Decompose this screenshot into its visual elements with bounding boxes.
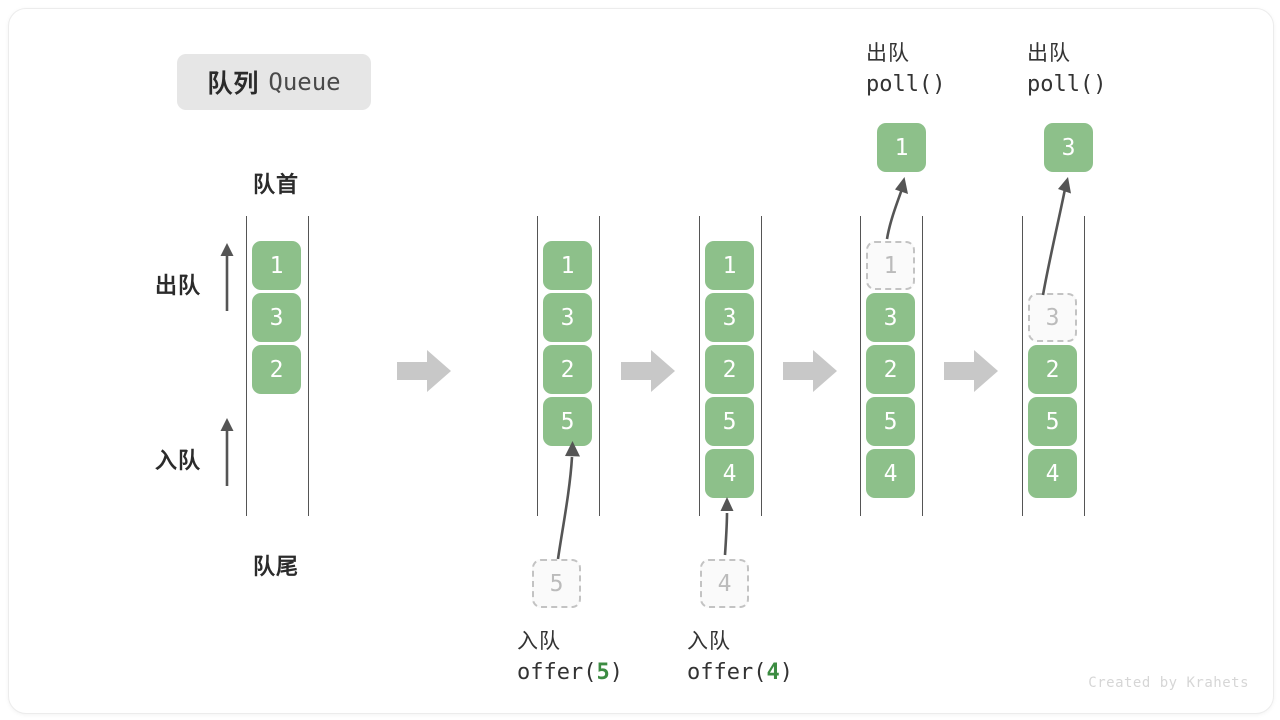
queue-cell: 4 [1028, 449, 1077, 498]
caption-code: offer(4) [687, 660, 793, 686]
enqueue-motion-arrow-icon [714, 495, 748, 557]
title-badge: 队列 Queue [177, 54, 371, 110]
title-zh: 队列 [207, 70, 260, 98]
queue-cell: 3 [252, 293, 301, 342]
caption-zh: 出队 [1027, 42, 1071, 65]
rail-left [246, 216, 247, 516]
queue-cell: 2 [705, 345, 754, 394]
popped-element: 1 [877, 123, 926, 172]
diagram-card: 队列 Queue 队首 队尾 出队 入队 1 3 2 1 [8, 8, 1274, 714]
dequeue-arrow-icon [218, 241, 236, 311]
queue-cell: 1 [705, 241, 754, 290]
caption-code: offer(5) [517, 660, 623, 686]
queue-cell: 2 [543, 345, 592, 394]
rail-right [761, 216, 762, 516]
queue-cell: 3 [866, 293, 915, 342]
caption-code: poll() [1027, 72, 1107, 98]
enqueue-arrow-icon [218, 416, 236, 486]
rail-left [860, 216, 861, 516]
queue-cell: 4 [866, 449, 915, 498]
caption-code: poll() [866, 72, 946, 98]
enqueue-legend-label: 入队 [155, 448, 202, 473]
step-arrow-4-icon [944, 348, 1000, 394]
credit-text: Created by Krahets [1088, 675, 1249, 691]
rail-left [537, 216, 538, 516]
dequeue-legend-label: 出队 [155, 273, 202, 298]
step-arrow-3-icon [783, 348, 839, 394]
rail-right [599, 216, 600, 516]
title-en: Queue [268, 68, 341, 96]
queue-cell-new: 4 [705, 449, 754, 498]
enqueue-motion-arrow-icon [544, 439, 594, 561]
step-arrow-2-icon [621, 348, 677, 394]
rail-right [1084, 216, 1085, 516]
caption-offer-5: 入队 offer(5) [517, 627, 623, 689]
rail-left [699, 216, 700, 516]
queue-cell: 3 [705, 293, 754, 342]
step-arrow-1-icon [397, 348, 453, 394]
queue-cell: 2 [252, 345, 301, 394]
popped-element: 3 [1044, 123, 1093, 172]
queue-cell: 1 [252, 241, 301, 290]
caption-zh: 入队 [517, 630, 561, 653]
dequeue-motion-arrow-icon [878, 175, 918, 241]
rail-right [308, 216, 309, 516]
queue-cell: 5 [1028, 397, 1077, 446]
caption-poll-3: 出队 poll() [1027, 39, 1106, 101]
rail-left [1022, 216, 1023, 516]
incoming-element-ghost: 4 [700, 559, 749, 608]
queue-cell: 1 [543, 241, 592, 290]
queue-tail-label: 队尾 [252, 554, 299, 579]
queue-cell: 5 [866, 397, 915, 446]
caption-zh: 出队 [866, 42, 910, 65]
caption-poll-1: 出队 poll() [866, 39, 945, 101]
queue-cell: 2 [1028, 345, 1077, 394]
caption-offer-4: 入队 offer(4) [687, 627, 793, 689]
queue-cell: 3 [543, 293, 592, 342]
queue-head-label: 队首 [252, 172, 299, 197]
queue-cell: 2 [866, 345, 915, 394]
queue-cell-removed: 1 [866, 241, 915, 290]
rail-right [922, 216, 923, 516]
dequeue-motion-arrow-icon [1035, 175, 1083, 297]
caption-zh: 入队 [687, 630, 731, 653]
queue-cell-removed: 3 [1028, 293, 1077, 342]
incoming-element-ghost: 5 [532, 559, 581, 608]
queue-cell-new: 5 [543, 397, 592, 446]
queue-cell: 5 [705, 397, 754, 446]
